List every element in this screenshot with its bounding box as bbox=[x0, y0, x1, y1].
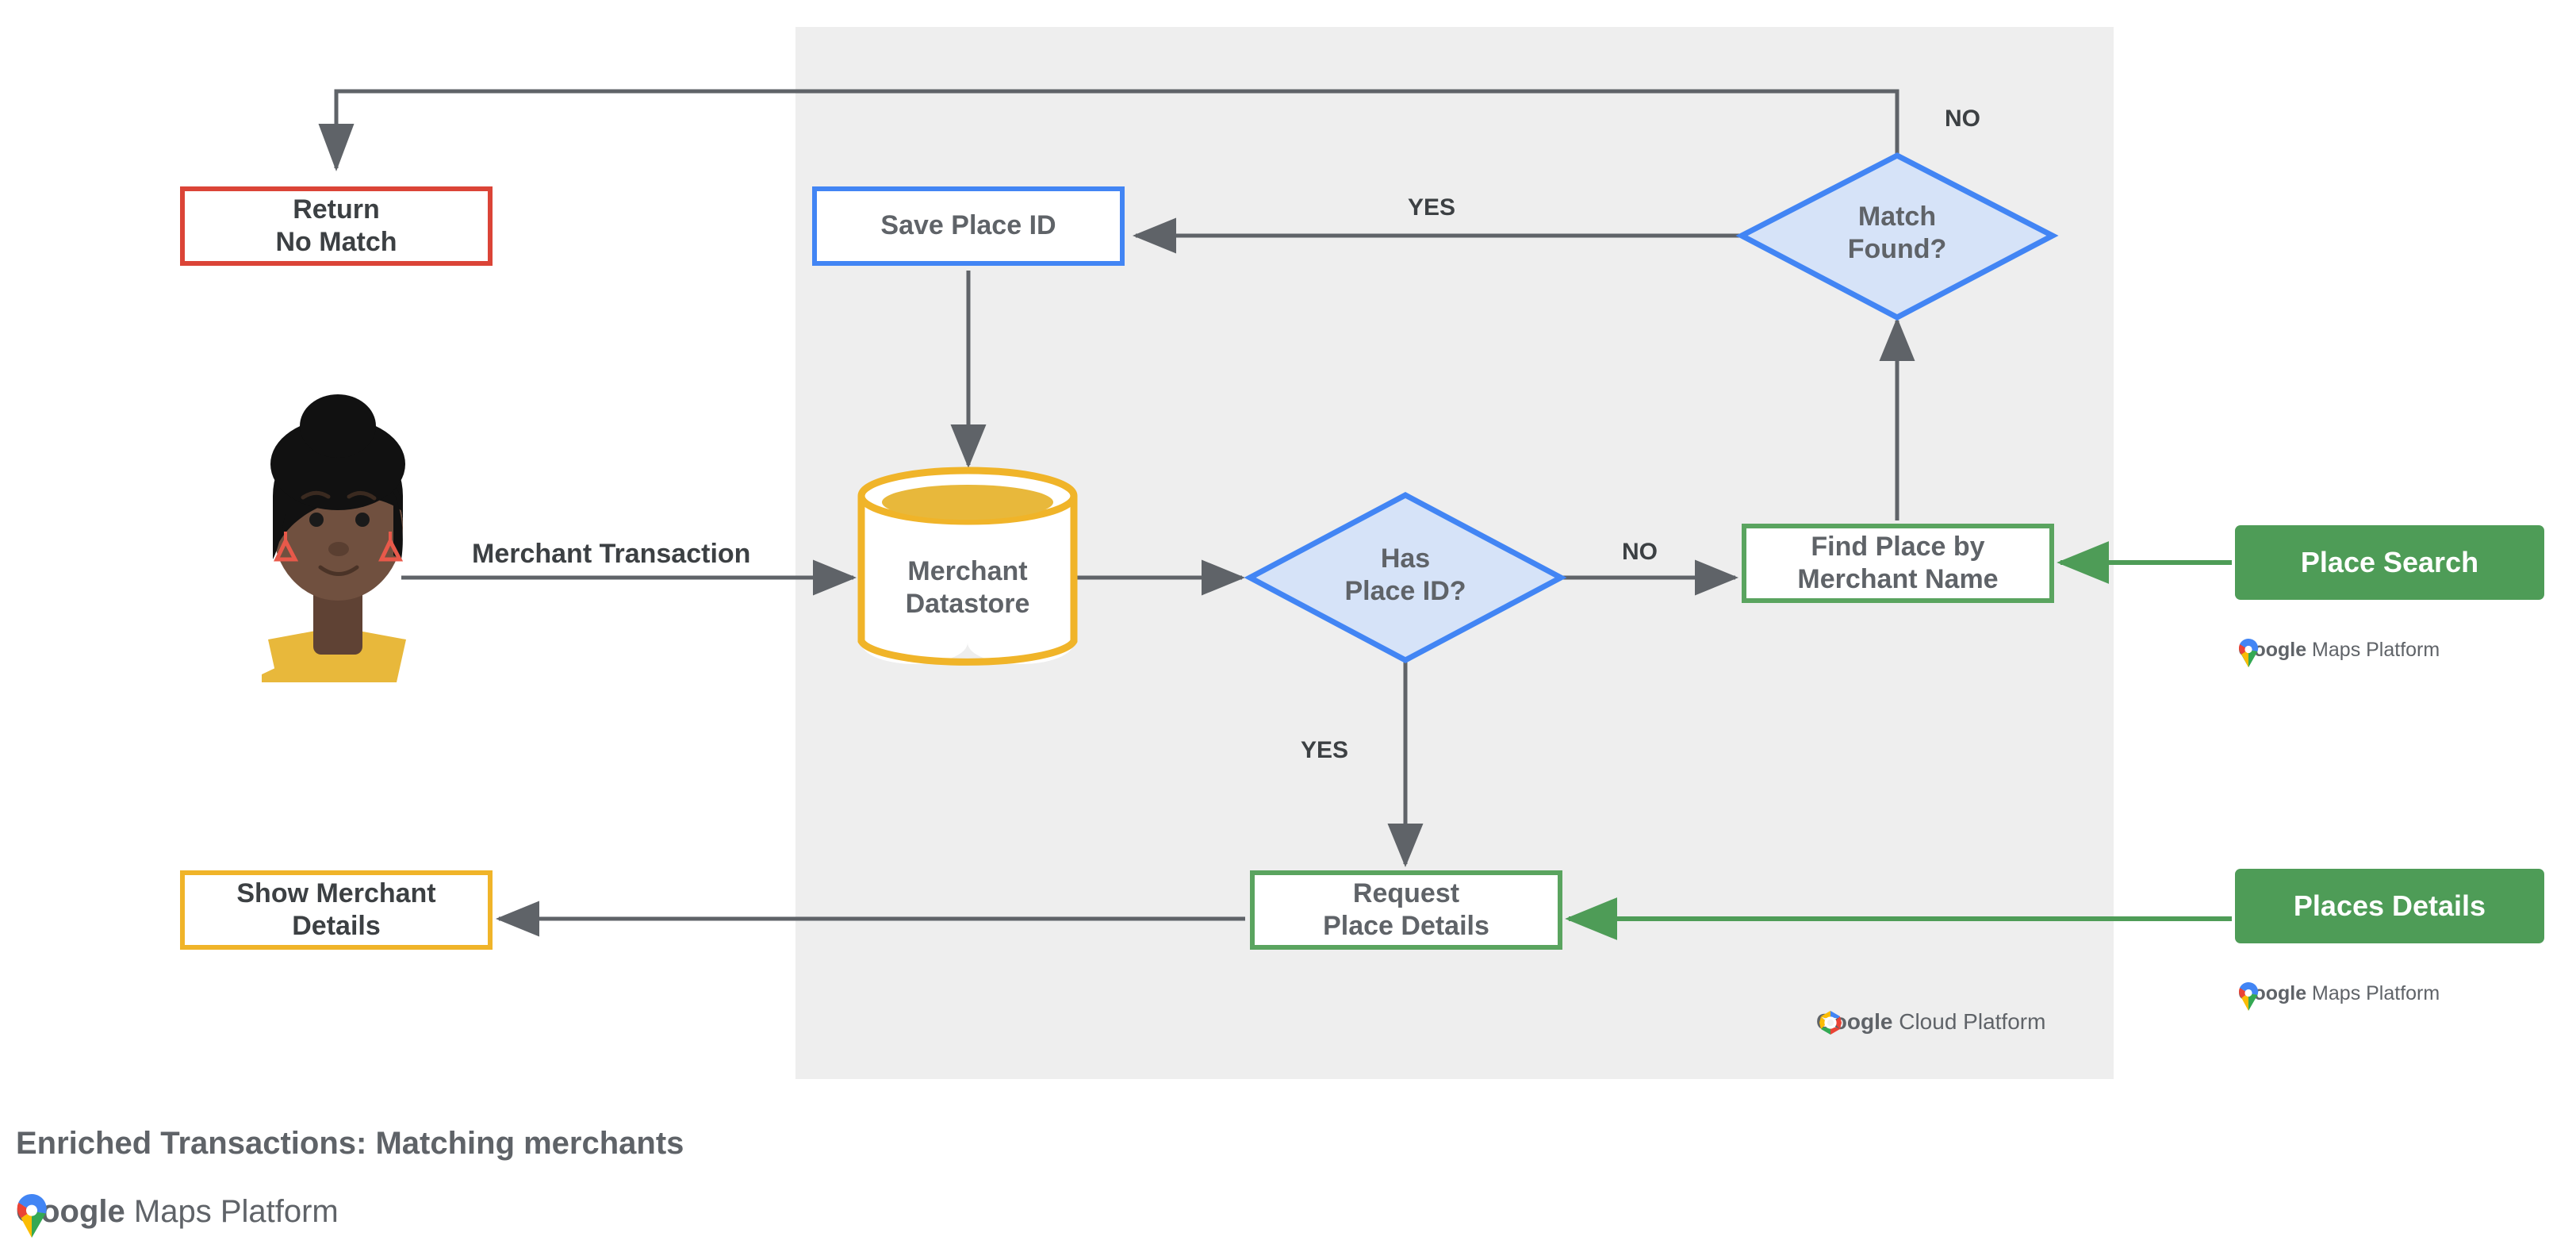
request-place-details-line1: Request bbox=[1352, 878, 1460, 908]
maps-platform-lockup-text: Google Maps Platform bbox=[2238, 982, 2440, 1004]
node-return-no-match[interactable]: Return No Match bbox=[180, 186, 493, 266]
return-no-match-line1: Return bbox=[293, 194, 380, 225]
chip-place-search-label: Place Search bbox=[2300, 546, 2479, 578]
save-place-id-label: Save Place ID bbox=[880, 210, 1056, 241]
show-merchant-details-line1: Show Merchant bbox=[236, 878, 436, 908]
node-find-place-by-merchant-name[interactable]: Find Place by Merchant Name bbox=[1742, 524, 2054, 603]
has-place-id-line1: Has bbox=[1380, 543, 1431, 574]
node-show-merchant-details[interactable]: Show Merchant Details bbox=[180, 870, 493, 950]
match-found-label: Match Found? bbox=[1778, 201, 2016, 267]
edge-label-no-match-found: NO bbox=[1945, 106, 1980, 132]
match-found-diamond bbox=[1735, 152, 2059, 321]
find-place-line1: Find Place by bbox=[1811, 531, 1985, 562]
has-place-id-label: Has Place ID? bbox=[1286, 543, 1524, 609]
has-place-id-line2: Place ID? bbox=[1344, 576, 1466, 607]
google-maps-platform-lockup: Google Maps Platform bbox=[2238, 639, 2440, 667]
chip-places-details[interactable]: Places Details bbox=[2235, 869, 2544, 943]
maps-pin-icon bbox=[17, 1194, 47, 1238]
match-found-line1: Match bbox=[1857, 202, 1937, 232]
node-save-place-id[interactable]: Save Place ID bbox=[812, 186, 1125, 266]
has-place-id-diamond bbox=[1244, 492, 1567, 663]
chip-places-details-label: Places Details bbox=[2293, 889, 2486, 922]
google-cloud-platform-lockup: Google Cloud Platform bbox=[1816, 1009, 2045, 1035]
cloud-platform-lockup-text: Google Cloud Platform bbox=[1816, 1009, 2046, 1034]
maps-pin-icon bbox=[2239, 639, 2259, 667]
match-found-line2: Found? bbox=[1847, 234, 1947, 265]
cloud-platform-hexagon-icon bbox=[1819, 1011, 1842, 1035]
return-no-match-line2: No Match bbox=[275, 227, 397, 257]
chip-place-search[interactable]: Place Search bbox=[2235, 525, 2544, 600]
merchant-datastore-line1: Merchant bbox=[907, 556, 1028, 586]
merchant-datastore-line2: Datastore bbox=[905, 589, 1030, 620]
edge-label-yes-match-found: YES bbox=[1408, 194, 1456, 221]
maps-platform-footer-text: Google Maps Platform bbox=[16, 1194, 339, 1229]
google-maps-platform-lockup: Google Maps Platform bbox=[2238, 982, 2440, 1011]
show-merchant-details-line2: Details bbox=[292, 911, 381, 941]
edge-label-merchant-transaction: Merchant Transaction bbox=[472, 539, 751, 569]
maps-pin-icon bbox=[2239, 982, 2259, 1011]
page-title: Enriched Transactions: Matching merchant… bbox=[16, 1126, 684, 1161]
edge-label-yes-has-place-id: YES bbox=[1301, 737, 1349, 763]
edge-label-no-has-place-id: NO bbox=[1622, 539, 1658, 565]
merchant-datastore-shape bbox=[857, 467, 1078, 666]
request-place-details-line2: Place Details bbox=[1323, 911, 1489, 941]
maps-platform-lockup-text: Google Maps Platform bbox=[2238, 639, 2440, 661]
find-place-line2: Merchant Name bbox=[1797, 564, 1999, 594]
node-request-place-details[interactable]: Request Place Details bbox=[1250, 870, 1562, 950]
merchant-datastore-label: Merchant Datastore bbox=[861, 555, 1074, 621]
google-maps-platform-footer-lockup: Google Maps Platform bbox=[16, 1194, 339, 1238]
edge-match-found-no bbox=[318, 89, 1899, 172]
customer-avatar bbox=[262, 394, 406, 682]
